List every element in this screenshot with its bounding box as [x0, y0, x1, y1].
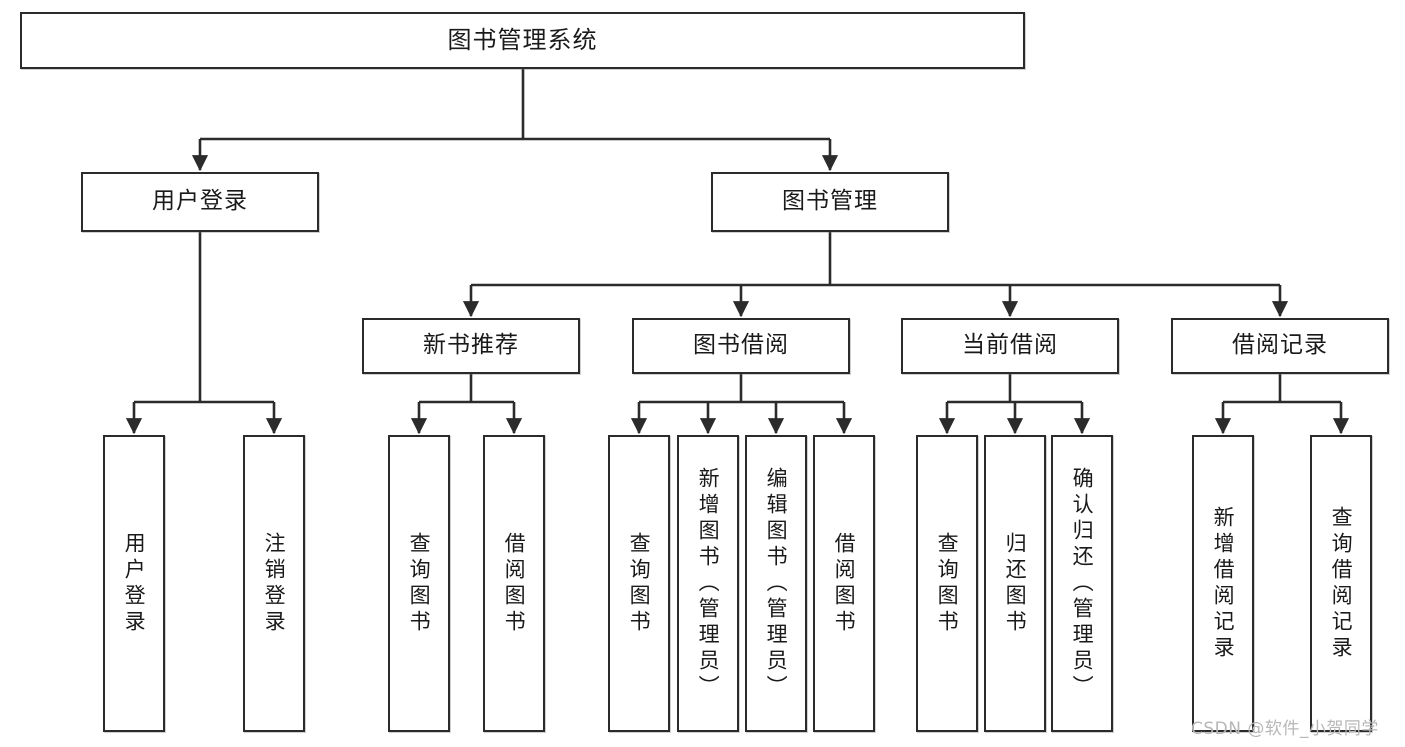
node-label: 查询借阅记录	[1329, 505, 1354, 662]
node-leaf-confirm-return-admin: 确认归还（管理员）	[1051, 435, 1113, 732]
node-label: 查询图书	[407, 531, 432, 636]
node-label: 注销登录	[262, 531, 287, 636]
node-label: 图书管理	[782, 188, 878, 215]
node-leaf-borrow-book-1: 借阅图书	[483, 435, 545, 732]
node-label: 确认归还（管理员）	[1070, 466, 1095, 701]
node-label: 图书借阅	[693, 332, 789, 359]
node-label: 借阅图书	[502, 531, 527, 636]
node-leaf-query-borrow-record: 查询借阅记录	[1310, 435, 1372, 732]
node-new-book-recommend: 新书推荐	[362, 318, 580, 374]
node-label: 查询图书	[935, 531, 960, 636]
node-borrow-record: 借阅记录	[1171, 318, 1389, 374]
node-user-login: 用户登录	[81, 172, 319, 232]
node-label: 新书推荐	[423, 332, 519, 359]
node-label: 新增图书（管理员）	[696, 466, 721, 701]
node-leaf-edit-book-admin: 编辑图书（管理员）	[745, 435, 807, 732]
node-label: 查询图书	[627, 531, 652, 636]
node-label: 用户登录	[122, 531, 147, 636]
node-label: 编辑图书（管理员）	[764, 466, 789, 701]
node-label: 借阅记录	[1232, 332, 1328, 359]
node-label: 用户登录	[152, 188, 248, 215]
node-leaf-query-book-1: 查询图书	[388, 435, 450, 732]
node-label: 借阅图书	[832, 531, 857, 636]
node-label: 当前借阅	[962, 332, 1058, 359]
node-label: 图书管理系统	[447, 26, 598, 55]
node-label: 新增借阅记录	[1211, 505, 1236, 662]
node-book-manage: 图书管理	[711, 172, 949, 232]
node-book-borrow: 图书借阅	[632, 318, 850, 374]
node-leaf-user-logout: 注销登录	[243, 435, 305, 732]
node-leaf-borrow-book-2: 借阅图书	[813, 435, 875, 732]
node-root: 图书管理系统	[20, 12, 1025, 69]
node-leaf-add-book-admin: 新增图书（管理员）	[677, 435, 739, 732]
node-leaf-query-book-2: 查询图书	[608, 435, 670, 732]
node-leaf-query-book-3: 查询图书	[916, 435, 978, 732]
node-current-borrow: 当前借阅	[901, 318, 1119, 374]
node-leaf-add-borrow-record: 新增借阅记录	[1192, 435, 1254, 732]
node-label: 归还图书	[1003, 531, 1028, 636]
watermark-label: CSDN @软件_小贺同学	[1191, 719, 1379, 739]
node-leaf-return-book: 归还图书	[984, 435, 1046, 732]
node-leaf-user-login: 用户登录	[103, 435, 165, 732]
